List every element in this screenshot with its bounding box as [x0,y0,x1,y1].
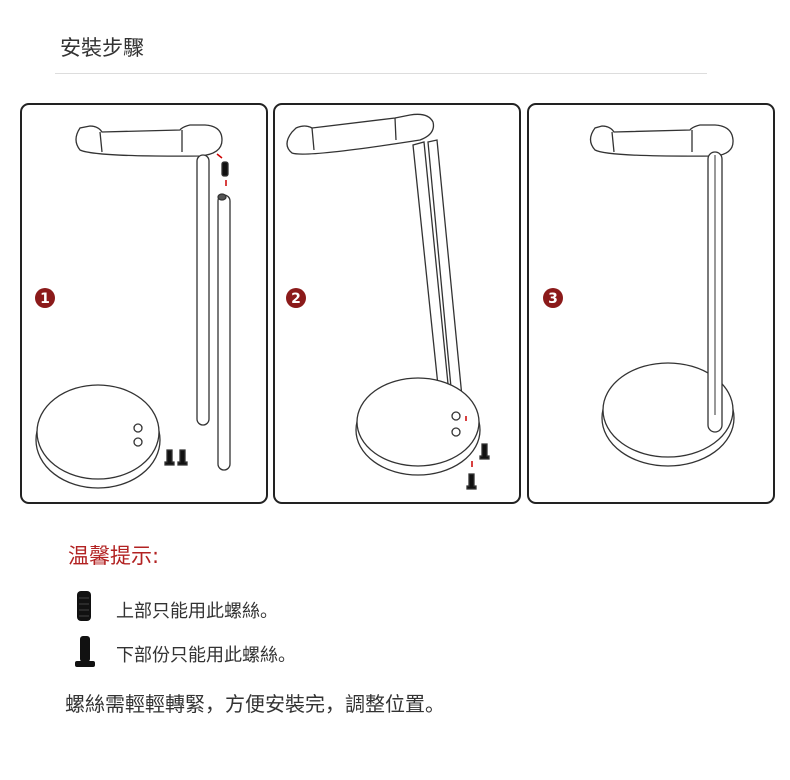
upper-screw-icon [77,591,91,621]
tightening-note: 螺絲需輕輕轉緊，方便安裝完，調整位置。 [65,692,445,716]
step-badge-1 [35,288,55,308]
assembly-illustrations: 1 2 3 [35,113,735,490]
lower-screw-text: 下部份只能用此螺絲。 [116,645,296,666]
step-number-2: 2 [291,291,301,307]
divider [55,73,707,74]
tips-title: 温馨提示: [68,544,160,568]
step-number-3: 3 [548,291,558,307]
step-1-illustration: 1 [35,124,231,489]
step-badge-3 [543,288,563,308]
step-number-1: 1 [40,291,50,307]
upper-screw-text: 上部只能用此螺絲。 [116,601,278,622]
step-3-illustration: 3 [543,124,735,467]
step-panel-1 [20,103,268,504]
step-2-illustration: 2 [286,113,490,490]
step-badge-2 [286,288,306,308]
step-panel-2 [273,103,521,504]
step-panel-3 [527,103,775,504]
lower-screw-icon [75,636,95,667]
page-title: 安裝步驟 [60,36,144,60]
